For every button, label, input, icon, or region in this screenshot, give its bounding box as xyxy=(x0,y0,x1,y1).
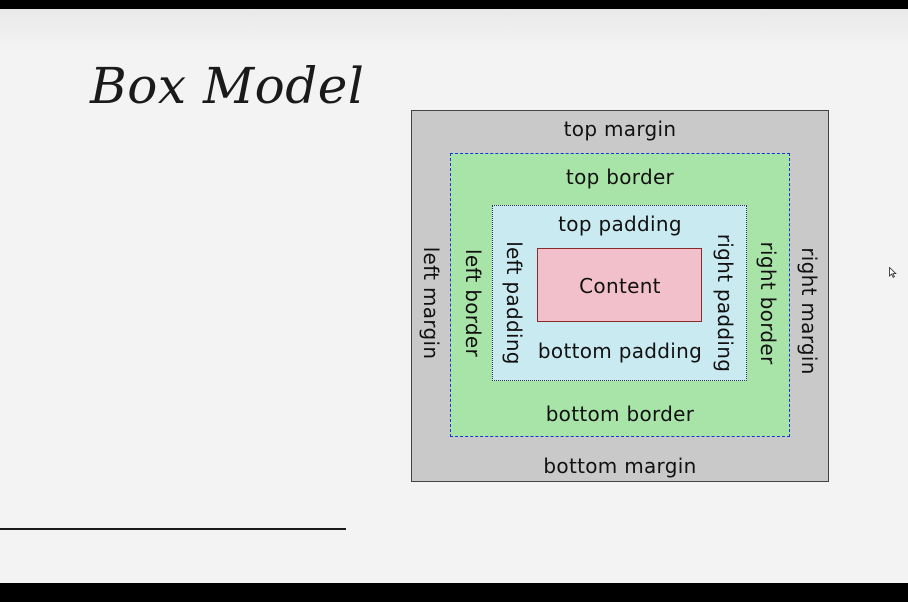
right-border-label: right border xyxy=(756,241,780,365)
top-margin-label: top margin xyxy=(563,117,677,141)
bottom-padding-label: bottom padding xyxy=(537,339,703,363)
top-padding-label: top padding xyxy=(558,212,682,236)
mouse-pointer-icon xyxy=(889,267,897,278)
content-box xyxy=(537,248,702,322)
left-padding-label: left padding xyxy=(502,241,526,365)
left-margin-label: left margin xyxy=(419,246,443,360)
title-underline xyxy=(0,528,346,530)
slide: Box Model top margin bottom margin left … xyxy=(0,9,908,583)
bottom-border-label: bottom border xyxy=(545,402,695,426)
right-margin-label: right margin xyxy=(797,247,821,375)
right-padding-label: right padding xyxy=(713,233,737,373)
box-model-diagram: top margin bottom margin left margin rig… xyxy=(411,110,829,482)
slide-title: Box Model xyxy=(90,57,365,115)
top-border-label: top border xyxy=(565,165,675,189)
content-label: Content xyxy=(579,274,661,298)
left-border-label: left border xyxy=(461,248,485,358)
bottom-margin-label: bottom margin xyxy=(543,454,697,478)
